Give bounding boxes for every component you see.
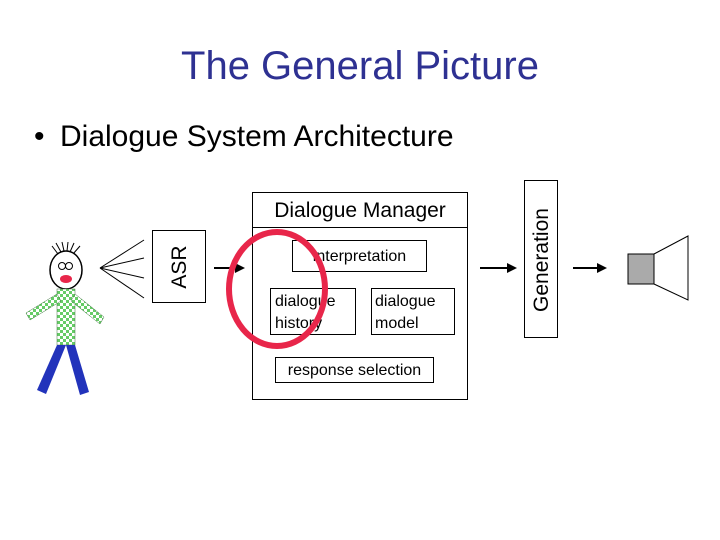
person-head: [49, 250, 83, 290]
person-eye-right: [65, 262, 73, 270]
person-hair: [51, 241, 81, 255]
dialogue-model-line1: dialogue: [375, 293, 436, 310]
person-arm-right: [70, 293, 105, 325]
bullet-item: • Dialogue System Architecture: [34, 120, 454, 154]
highlight-ellipse: [226, 229, 328, 349]
bullet-text: Dialogue System Architecture: [60, 120, 454, 153]
interpretation-label: interpretation: [312, 248, 407, 265]
slide-title: The General Picture: [181, 44, 539, 88]
speaker-icon: [627, 235, 689, 301]
generation-box: Generation: [524, 180, 558, 338]
person-arm-left: [25, 293, 62, 321]
response-selection-label: response selection: [287, 362, 422, 379]
dialogue-model-box: dialogue model: [371, 288, 455, 335]
dialogue-model-line2: model: [375, 315, 419, 332]
person-leg-left: [37, 345, 66, 394]
manager-divider: [253, 227, 467, 228]
person-leg-right: [66, 345, 89, 395]
dialogue-manager-title: Dialogue Manager: [274, 199, 446, 222]
speech-lines: [99, 239, 145, 299]
response-selection-box: response selection: [275, 357, 434, 383]
person-torso: [56, 288, 76, 346]
person-figure: [25, 241, 105, 395]
person-mouth: [60, 275, 72, 283]
asr-box: ASR: [152, 230, 206, 303]
bullet-dot: •: [34, 120, 45, 153]
